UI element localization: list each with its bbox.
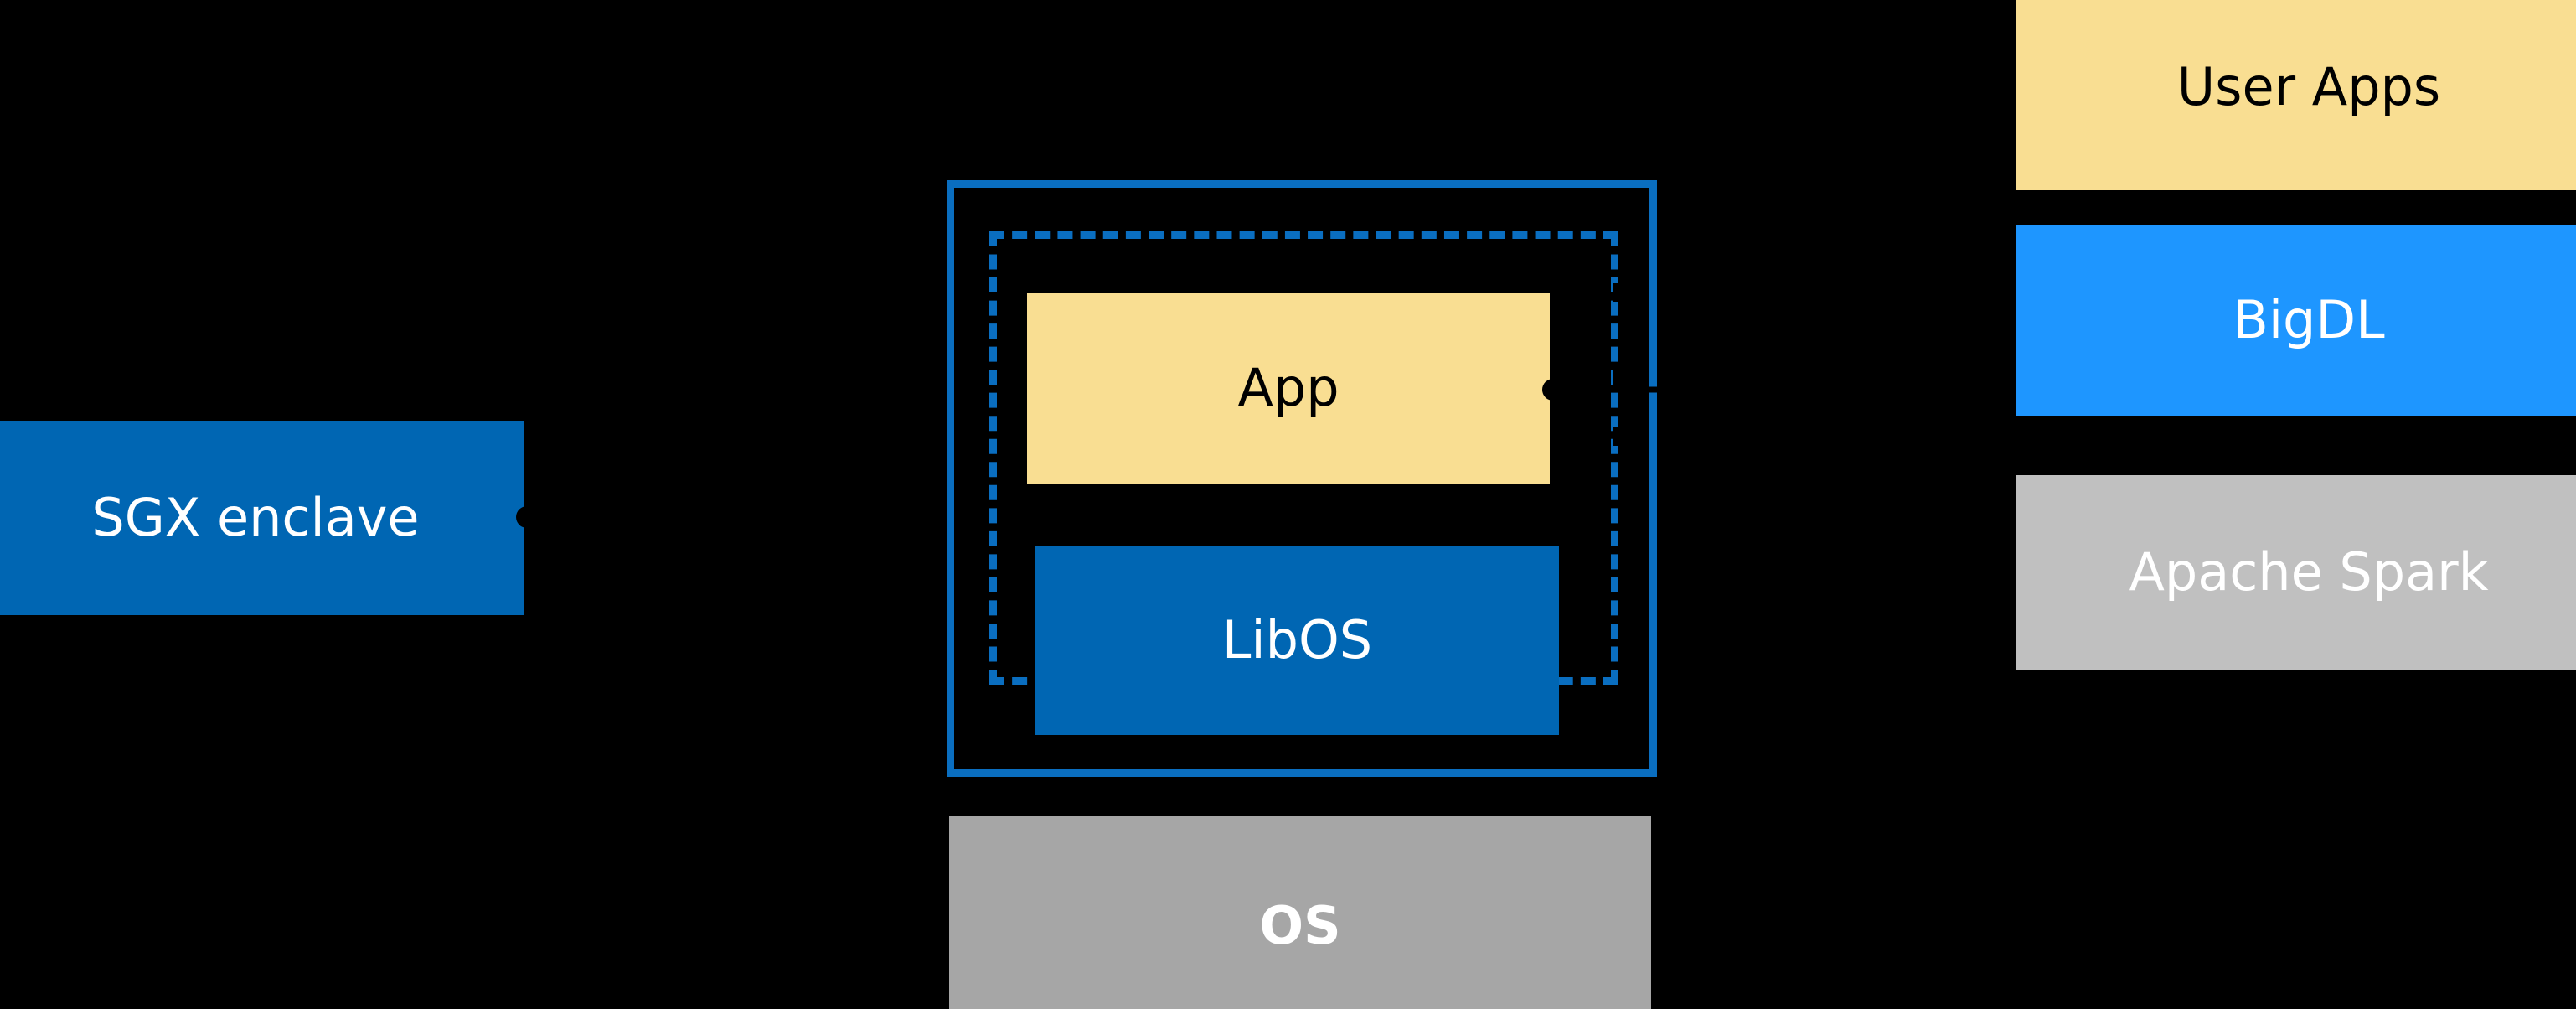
app-label: App <box>1237 357 1340 419</box>
sgx-enclave-label: SGX enclave <box>91 486 420 548</box>
apache-spark-label: Apache Spark <box>2129 541 2489 603</box>
sgx-enclave-box: SGX enclave <box>0 421 524 615</box>
bigdl-box: BigDL <box>2016 225 2576 416</box>
user-apps-label: User Apps <box>2176 56 2441 118</box>
libos-box: LibOS <box>1035 546 1559 735</box>
bigdl-label: BigDL <box>2233 288 2385 350</box>
os-box: OS <box>949 816 1651 1009</box>
user-apps-box: User Apps <box>2016 0 2576 190</box>
apache-spark-box: Apache Spark <box>2016 475 2576 670</box>
enclave-boundary-outline <box>947 180 1657 777</box>
libos-label: LibOS <box>1221 608 1373 670</box>
os-label: OS <box>1259 894 1341 956</box>
app-box: App <box>1027 293 1550 484</box>
